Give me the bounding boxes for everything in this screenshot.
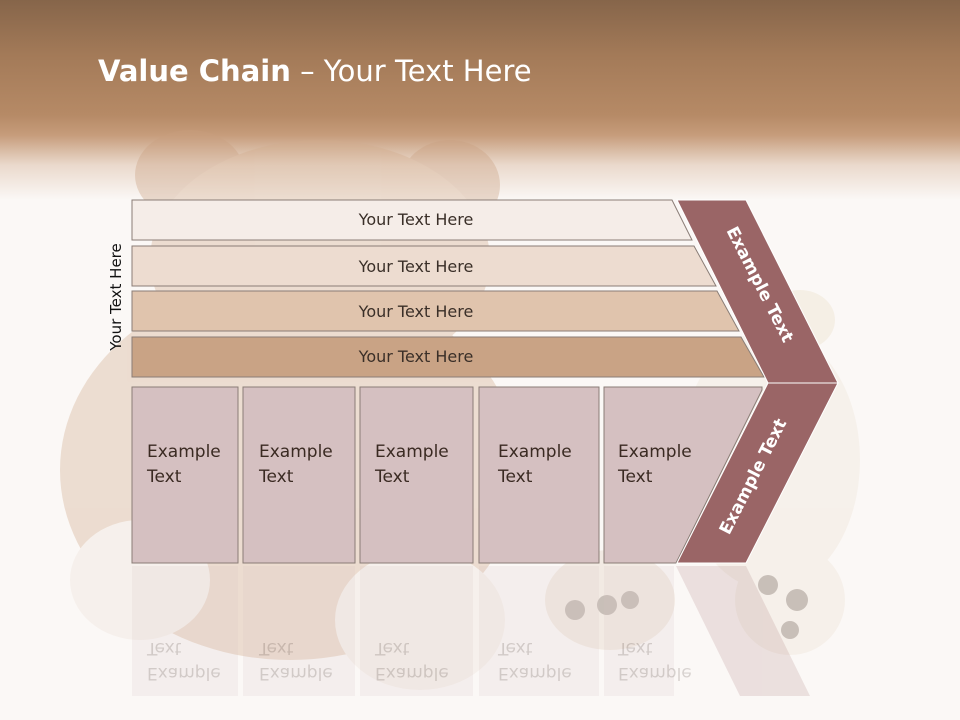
cell-5-line2: Text	[618, 467, 653, 487]
cell-5-reflection: Example Text	[618, 635, 692, 685]
cell-1	[131, 386, 239, 564]
band-3	[131, 290, 740, 332]
cell-1-reflection: Example Text	[147, 635, 221, 685]
cell-3-line1: Example	[375, 442, 449, 462]
cell-4-line2: Text	[498, 467, 533, 487]
cell-4-reflection: Example Text	[498, 635, 572, 685]
cell-3	[359, 386, 474, 564]
cell-3-line2: Text	[375, 467, 410, 487]
cell-1-reflection-line1: Example	[147, 663, 221, 683]
cell-3-text: Example Text	[375, 440, 449, 490]
cell-5-reflection-line1: Example	[618, 663, 692, 683]
cell-1-text: Example Text	[147, 440, 221, 490]
cell-3-reflection-line2: Text	[375, 638, 410, 658]
cell-4-text: Example Text	[498, 440, 572, 490]
title-rest-part: – Your Text Here	[290, 54, 532, 88]
header-banner	[0, 0, 960, 200]
title-bold-part: Value Chain	[98, 54, 291, 88]
cell-3-reflection: Example Text	[375, 635, 449, 685]
cell-2-reflection-line1: Example	[259, 663, 333, 683]
band-1-label: Your Text Here	[358, 210, 474, 229]
chevron-lower-arm	[676, 382, 839, 564]
cell-1-reflection-line2: Text	[147, 638, 182, 658]
band-3-label: Your Text Here	[358, 302, 474, 321]
band-1	[131, 199, 693, 241]
band-4	[131, 336, 765, 378]
cell-2-reflection-line2: Text	[259, 638, 294, 658]
cell-4-reflection-line1: Example	[498, 663, 572, 683]
cell-5-text: Example Text	[618, 440, 692, 490]
slide-title: Value Chain – Your Text Here	[98, 54, 532, 88]
cell-5-reflection-line2: Text	[618, 638, 653, 658]
cell-1-line2: Text	[147, 467, 182, 487]
cell-4-line1: Example	[498, 442, 572, 462]
band-2	[131, 245, 717, 287]
band-4-label: Your Text Here	[358, 347, 474, 366]
cell-4	[478, 386, 600, 564]
cell-1-line1: Example	[147, 442, 221, 462]
cell-5-line1: Example	[618, 442, 692, 462]
cell-2-reflection: Example Text	[259, 635, 333, 685]
band-2-label: Your Text Here	[358, 257, 474, 276]
cell-2	[242, 386, 356, 564]
cell-4-reflection-line2: Text	[498, 638, 533, 658]
cell-2-line1: Example	[259, 442, 333, 462]
cell-2-line2: Text	[259, 467, 294, 487]
cell-5	[603, 386, 763, 564]
cell-2-text: Example Text	[259, 440, 333, 490]
side-label: Your Text Here	[107, 243, 125, 351]
cell-3-reflection-line1: Example	[375, 663, 449, 683]
